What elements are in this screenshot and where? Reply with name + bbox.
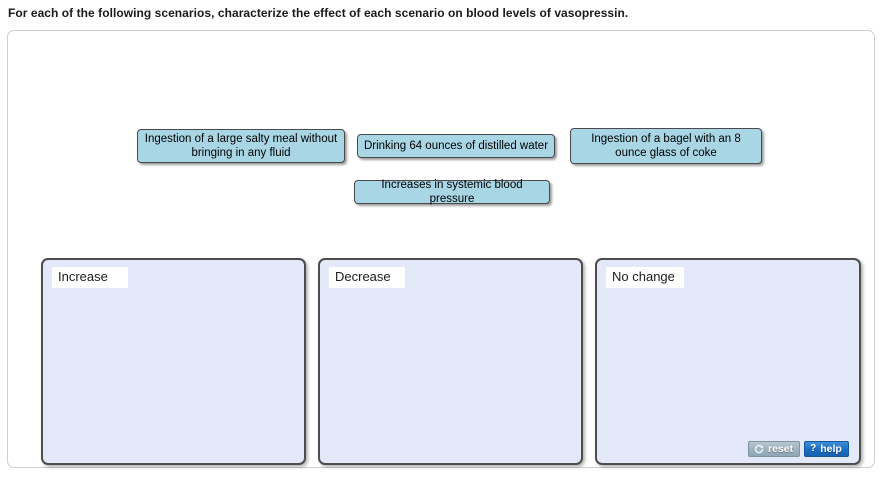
question-mark-icon: ?	[810, 443, 817, 454]
tile-label: Increases in systemic blood pressure	[381, 179, 523, 205]
tile-label: Ingestion of a bagel with an 8 ounce gla…	[591, 133, 741, 159]
drop-zone-label: Increase	[52, 267, 128, 288]
tile-label: Drinking 64 ounces of distilled water	[363, 140, 549, 152]
draggable-tile-salty-meal[interactable]: Ingestion of a large salty meal without …	[137, 129, 345, 163]
question-prompt: For each of the following scenarios, cha…	[8, 6, 629, 20]
tile-label: Ingestion of a large salty meal without …	[144, 133, 338, 159]
drop-zone-increase[interactable]: Increase	[41, 258, 306, 465]
footer-buttons: reset ? help	[748, 441, 849, 457]
draggable-tile-blood-pressure[interactable]: Increases in systemic blood pressure	[354, 179, 550, 205]
draggable-tile-distilled-water[interactable]: Drinking 64 ounces of distilled water	[357, 134, 555, 158]
draggable-tile-bagel-coke[interactable]: Ingestion of a bagel with an 8 ounce gla…	[570, 128, 762, 164]
drop-zone-label: Decrease	[329, 267, 405, 288]
activity-panel: Ingestion of a large salty meal without …	[7, 30, 875, 468]
help-button[interactable]: ? help	[804, 441, 849, 457]
drop-zone-no-change[interactable]: No change	[595, 258, 861, 465]
drop-zone-label: No change	[606, 267, 684, 288]
drop-zone-decrease[interactable]: Decrease	[318, 258, 583, 465]
refresh-icon	[754, 444, 764, 454]
reset-button-label: reset	[768, 443, 794, 455]
help-button-label: help	[820, 443, 842, 455]
reset-button[interactable]: reset	[748, 441, 801, 457]
